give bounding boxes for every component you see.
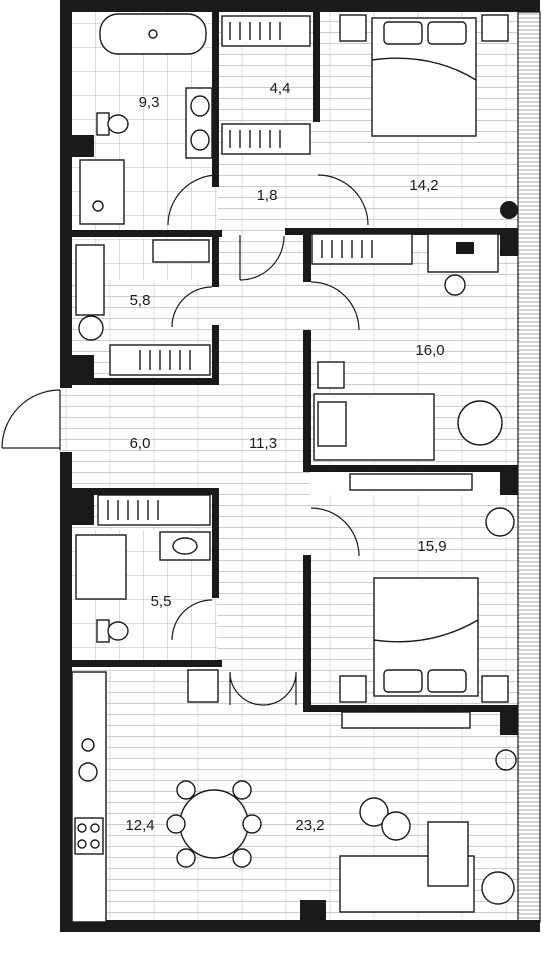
room-area-study: 16,0 — [415, 342, 444, 359]
bathtub — [99, 13, 207, 55]
wall-bedroom2-corner — [500, 705, 518, 735]
walls — [60, 0, 541, 932]
wall-study-left — [303, 230, 311, 282]
wall-study-bottom — [303, 465, 518, 472]
wall-small-block-1 — [72, 135, 94, 157]
room-labels: 9,3 4,4 1,8 14,2 5,8 16,0 6,0 11,3 15,9 … — [125, 80, 446, 834]
room-area-corridor: 11,3 — [249, 435, 277, 452]
room-area-bathroom-1: 9,3 — [139, 94, 160, 111]
wall-bedroom2-bottom — [303, 705, 518, 712]
room-area-bedroom-1: 14,2 — [409, 177, 438, 194]
wall-bath2-bottom — [72, 660, 222, 667]
interior-doors — [167, 174, 369, 706]
room-area-bathroom-2: 5,5 — [151, 593, 172, 610]
kitchen-counter — [71, 671, 107, 923]
wall-outer-left-top — [60, 0, 72, 388]
fixtures — [71, 13, 518, 923]
shower — [79, 159, 125, 225]
wall-small-block-3 — [72, 495, 94, 525]
entrance-door — [1, 389, 61, 450]
room-area-hall-small: 1,8 — [257, 187, 278, 204]
wall-outer-top — [60, 0, 540, 12]
wall-outer-left-bottom — [60, 452, 72, 927]
wall-laundry-right-2 — [212, 325, 219, 385]
wall-bath2-top — [72, 488, 212, 495]
room-area-entrance: 6,0 — [130, 435, 151, 452]
wall-laundry-bottom — [72, 378, 219, 385]
room-area-laundry: 5,8 — [130, 292, 151, 309]
room-area-living: 23,2 — [295, 817, 324, 834]
room-area-kitchen: 12,4 — [125, 817, 154, 834]
wall-bath1-bottom — [72, 230, 222, 237]
wall-study-top-corner — [500, 228, 518, 256]
wall-laundry-right — [212, 237, 219, 287]
floor-hall-small — [218, 160, 318, 280]
wall-bath1-right — [212, 12, 219, 187]
room-area-wardrobe-1: 4,4 — [270, 80, 291, 97]
wall-bath2-right — [212, 488, 219, 598]
wall-hall-bottom — [285, 228, 518, 235]
wall-study-left-2 — [303, 330, 311, 470]
dining-table — [179, 789, 249, 859]
sink-cabinet — [185, 87, 213, 159]
wall-bedroom2-left — [303, 555, 311, 710]
wall-small-block-2 — [72, 355, 94, 378]
wall-wardrobe-right — [313, 12, 320, 122]
wall-living-column — [300, 900, 326, 927]
wall-window-strip — [517, 11, 541, 923]
room-area-bedroom-2: 15,9 — [417, 538, 446, 555]
wall-study-corner — [500, 465, 518, 495]
